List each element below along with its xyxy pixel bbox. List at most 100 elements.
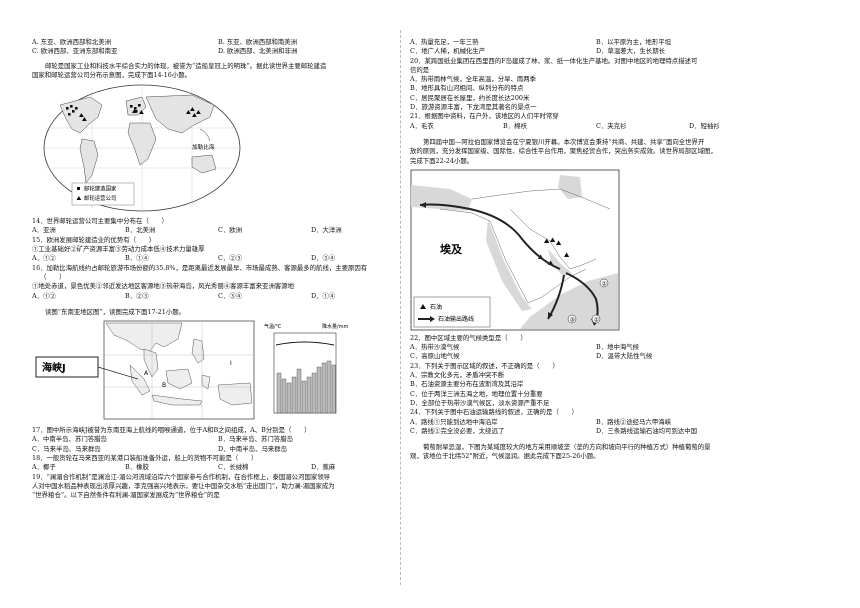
q13-option-c: C. 欧洲西部、亚洲东部和南亚 [32,47,118,56]
ship-intro-line1: 邮轮是国家工业和科技水平综合实力的体现，被誉为“造船皇冠上的明珠”。据此读世界主… [45,61,327,70]
left-column: A. 东亚、欧洲西部和北美洲 B. 东亚、欧洲西部和南美洲 C. 欧洲西部、亚洲… [32,38,404,501]
point-i-label: I [230,360,232,367]
climate-chart: 气温/℃ 降水量/mm [264,323,349,414]
q20-stem-line2: 信的是 [410,65,430,74]
legend-ship-company: 邮轮运营公司 [84,194,116,202]
q17-options-row1: A．中南半岛、苏门答腊岛 B．马来半岛、苏门答腊岛 [32,435,404,444]
q16-options: A．①② B．②③ C．③④ D．①④ [32,292,404,301]
q19-stem-line2: 人对中国水稻品种表现出浓厚兴趣，李克强高兴地表示，要让中国杂交水稻“走出国门”，… [32,481,335,490]
q16-option-c: C．③④ [218,291,243,300]
q19-options-row1: A．热量充足，一年三熟 B．以平原为主，地形平坦 [410,38,782,47]
route-1-line [419,203,561,270]
q14-option-a: A．亚洲 [32,226,56,235]
q16-stem-line1: 16．加勒比海航线约占邮轮旅游市场份额的35.8%，是距离最近发展最早、市场最成… [32,263,368,272]
q17-options-row2: C．马来半岛、马来群岛 D．中南半岛、马来群岛 [32,445,404,454]
strait-j-label: 海峡J [42,361,66,374]
q14-option-d: D．大洋洲 [311,226,342,235]
q18-option-c: C．长绒棉 [218,463,249,472]
route-2-label: ② [594,316,600,323]
q18-stem: 18．一般货轮在马来西亚的某港口装船准备外运，船上的货物不可能是（ ） [32,454,258,463]
q22-option-d: D．温带大陆性气候 [596,352,653,361]
q24-option-c: C．路线②完全没必要，太绕远了 [410,426,505,435]
q16-stem-line2: （ ） [40,272,66,281]
q19-option-b: B．以平原为主，地形平坦 [596,38,671,46]
q21-options: A．毛衣 B．棉袄 C．夹克衫 D．短袖衫 [410,122,782,131]
q19-option-d: D．草温差大，生长期长 [596,47,666,56]
q21-option-c: C．夹克衫 [596,121,627,130]
q17-option-c: C．马来半岛、马来群岛 [32,444,101,453]
legend-oil: 石油 [430,303,442,311]
q22-options-row1: A．热带沙漠气候 B．地中海气候 [410,343,782,352]
q15-option-d: D．③④ [311,254,336,263]
q13-option-a: A. 东亚、欧洲西部和北美洲 [32,38,111,46]
ship-building-markers [66,104,141,116]
q15-stem: 15．欧洲发展邮轮建造业的优势有（ ） [32,235,156,244]
world-ship-map: 加勒比海 邮轮建造国家 邮轮运营公司 [42,83,242,213]
temperature-axis-label: 气温/℃ [264,323,282,330]
q14-option-b: B．北美洲 [125,226,156,235]
middle-east-map: ① ② ③ 埃及 石油 石油输出路线 [410,169,620,331]
q24-option-b: B．路线②途经马六甲海峡 [596,417,671,426]
route-3-label: ③ [570,316,575,323]
q24-options-row2: C．路线②完全没必要，太绕远了 D．三条路线运输石油均可到达中国 [410,427,782,436]
expo-intro-line3: 完成下面22-24小题。 [410,156,474,165]
q18-options: A．椰子 B．橡胶 C．长绒棉 D．蕉麻 [32,463,404,472]
q18-option-d: D．蕉麻 [311,463,336,472]
q19-option-c: C．地广人稀，机械化生产 [410,47,486,56]
q19-options-row2: C．地广人稀，机械化生产 D．草温差大，生长期长 [410,47,782,56]
q19-stem-line1: 19．“澜湄合作机制”是澜沧江-湄公河流域沿岸六个国家参与合作机制，在合作框上，… [32,472,331,481]
grape-intro-line1: 葡萄耐旱忌湿，下图为某域度较大的地方采用顺坡垄（垄的方向和坡向平行的种植方式）种… [423,443,711,452]
q24-options-row1: A．路线①只能到达地中海沿岸 B．路线②途经马六甲海峡 [410,418,782,427]
q21-stem: 21．根据图中资料，在户外，该地区的人们平时常穿 [410,112,559,121]
q21-option-a: A．毛衣 [410,121,434,130]
legend-ship-building: 邮轮建造国家 [84,185,117,193]
q24-stem: 24．下列关于图中石油运输路线的叙述，正确的是（ ） [410,408,578,417]
q22-option-a: A．热带沙漠气候 [410,343,460,352]
q15-option-b: B．①④ [125,254,149,263]
q19-stem-line3: “世界粮仓”。以下自然条件有利澜-湄国家发展成为“世界粮仓”的是 [32,491,220,500]
q20-option-b: B．地形具有山河相间、纵列分布的特点 [410,84,524,93]
right-column: A．热量充足，一年三熟 B．以平原为主，地形平坦 C．地广人稀，机械化生产 D．… [410,38,782,462]
q20-option-a: A．热带雨林气候，全年高温，分旱、雨两季 [410,75,537,84]
q24-option-a: A．路线①只能到达地中海沿岸 [410,417,498,426]
sea-intro: 读图“东南亚地区图”，读图完成下面17-21小题。 [45,307,185,316]
q14-options: A．亚洲 B．北美洲 C．欧洲 D．大洋洲 [32,226,404,235]
q22-option-c: C．高原山地气候 [410,352,460,361]
q22-options-row2: C．高原山地气候 D．温带大陆性气候 [410,352,782,361]
q16-option-b: B．②③ [125,291,149,300]
q21-option-b: B．棉袄 [503,121,527,130]
egypt-label: 埃及 [440,242,463,256]
q21-option-d: D．短袖衫 [689,121,720,130]
southeast-asia-figure: A B I 海峡J 气温/℃ 降水量/mm [32,319,362,423]
q14-option-c: C．欧洲 [218,226,243,235]
expo-intro-line2: 放的原则，充分发挥国家级、国际性、综合性平台作用，聚焦经贸合作，突出务实成效。读… [410,147,717,156]
q23-option-c: C．位于两洋三洲五海之地，地理位置十分重要 [410,389,543,398]
q23-stem: 23．下列关于图示区域的叙述，不正确的是（ ） [410,361,559,370]
point-b-label: B [162,382,166,389]
q18-option-b: B．橡胶 [125,463,149,472]
q13-option-d: D. 欧洲西部、北美洲和非洲 [218,47,298,56]
q20-option-d: D．旅游资源丰富，下龙湾是其著名的景点一 [410,103,537,112]
q23-option-b: B．石油资源主要分布在波斯湾及其沿岸 [410,380,524,389]
rainfall-axis-label: 降水量/mm [322,323,349,330]
q16-option-a: A．①② [32,291,56,300]
q15-items: ①工业基础好②矿产资源丰富③劳动力成本低④技术力量雄厚 [32,245,205,254]
q16-items: ①地处赤道，景色优美②邻近发达地区客源地③热带海岛，风光秀丽④客源丰富来亚洲客源… [32,282,295,291]
legend-oil-route: 石油输出路线 [438,315,474,323]
column-divider [400,30,401,585]
q19-option-a: A．热量充足，一年三熟 [410,38,479,46]
q20-stem-line1: 20．某跨国纸业集团在西里西的F岛建成了林、浆、纸一体化生产基地。对图中地区的地… [410,56,698,65]
point-a-label: A [144,370,149,377]
q22-stem: 22．图中区域主要的气候类型是（ ） [410,333,527,342]
q15-option-c: C．②③ [218,254,243,263]
q16-option-d: D．①④ [311,291,336,300]
q23-option-a: A．宗教文化多元，矛盾冲突不断 [410,371,505,380]
q15-options: A．①② B．①④ C．②③ D．③④ [32,254,404,263]
q13-option-b: B. 东亚、欧洲西部和南美洲 [218,38,298,46]
q13-options-row1: A. 东亚、欧洲西部和北美洲 B. 东亚、欧洲西部和南美洲 [32,38,404,47]
q14-stem: 14．世界邮轮运营公司主要集中分布在（ ） [32,217,168,226]
q15-option-a: A．①② [32,254,56,263]
caribbean-label: 加勒比海 [192,143,215,151]
q24-option-d: D．三条路线运输石油均可到达中国 [596,426,697,435]
route-1-label: ① [602,280,607,287]
